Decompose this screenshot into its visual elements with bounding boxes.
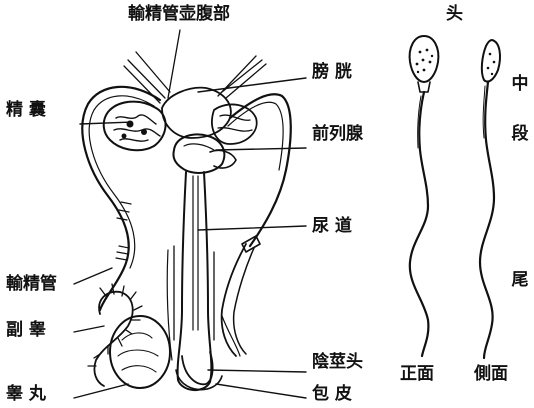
epididymis [94, 292, 132, 386]
leader-vas-deferens [74, 268, 112, 284]
label-vas-ampulla: 輸精管壶腹部 [128, 4, 230, 24]
sperm-side-view [480, 40, 500, 358]
label-seminal-vesicle: 精 囊 [6, 100, 46, 120]
testis [110, 316, 170, 388]
seminal-vesicle [104, 102, 166, 151]
label-front-view: 正面 [400, 364, 434, 384]
label-middle-piece-2: 段 [510, 124, 530, 144]
label-urethra: 尿 道 [312, 216, 352, 236]
sperm-side-head [482, 40, 500, 82]
label-prostate: 前列腺 [312, 124, 363, 144]
label-bladder: 膀 胱 [312, 62, 352, 82]
sperm-side-tail [480, 82, 494, 358]
label-sperm-tail: 尾 [510, 270, 530, 290]
label-side-view: 側面 [474, 364, 508, 384]
sperm-front-tail [410, 92, 429, 356]
leader-testis [74, 384, 128, 398]
urethra [193, 176, 198, 330]
leader-foreskin [216, 384, 306, 398]
left-vas-deferens [82, 87, 160, 310]
bladder [162, 88, 231, 138]
male-reproductive-system [74, 30, 306, 398]
label-glans: 陰莖头 [312, 352, 363, 372]
label-sperm-head: 头 [446, 4, 463, 24]
leader-epididymis [74, 326, 104, 332]
label-foreskin: 包 皮 [312, 384, 352, 404]
label-testis: 睾 丸 [6, 384, 46, 404]
label-middle-piece-1: 中 [510, 74, 530, 94]
leader-bladder [198, 78, 306, 92]
label-vas-deferens: 輸精管 [6, 274, 57, 294]
glans [182, 352, 213, 384]
label-epididymis: 副 睾 [6, 320, 46, 340]
leader-glans [208, 370, 306, 372]
leader-urethra [198, 226, 306, 230]
leader-seminal-vesicle [80, 122, 132, 124]
sperm-front-head [410, 36, 439, 82]
leader-prostate [216, 148, 306, 150]
sperm-front-view [410, 36, 439, 356]
